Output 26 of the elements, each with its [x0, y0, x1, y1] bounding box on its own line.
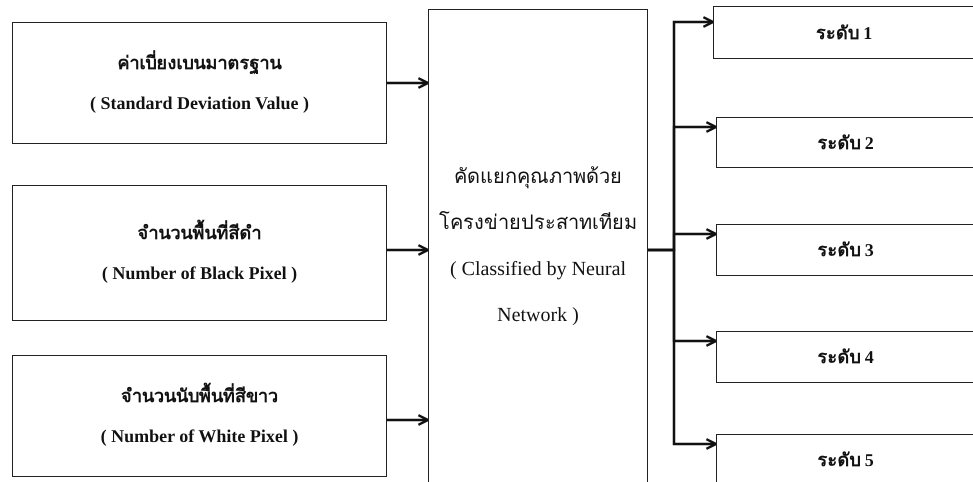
box-title: ค่าเบี่ยงเบนมาตรฐาน — [118, 43, 282, 83]
box-subtitle: ( Classified by Neural Network ) — [448, 257, 628, 328]
box-subtitle: ( Number of White Pixel ) — [100, 425, 298, 448]
box-title: ระดับ 3 — [817, 239, 874, 262]
input-box — [12, 22, 387, 144]
output-box — [716, 434, 973, 482]
output-box — [713, 6, 973, 59]
input-box — [12, 355, 387, 477]
box-title: คัดแยกคุณภาพด้วยโครงข่ายประสาทเทียม — [438, 165, 638, 236]
box-title: ระดับ 4 — [817, 346, 874, 369]
arrow — [387, 414, 430, 426]
arrow — [387, 244, 430, 256]
process-box — [428, 9, 648, 482]
arrow — [648, 248, 718, 450]
box-title: จำนวนพื้นที่สีดำ — [138, 213, 262, 253]
box-title: ระดับ 2 — [817, 132, 874, 154]
input-box — [12, 185, 387, 321]
box-title: ระดับ 5 — [817, 449, 874, 472]
output-box — [716, 331, 973, 383]
box-subtitle: ( Number of Black Pixel ) — [102, 262, 298, 285]
output-box — [716, 117, 973, 168]
arrow — [387, 77, 430, 89]
box-title: ระดับ 1 — [816, 22, 872, 44]
box-subtitle: ( Standard Deviation Value ) — [90, 92, 310, 115]
box-title: จำนวนนับพื้นที่สีขาว — [121, 376, 278, 416]
output-box — [716, 224, 973, 276]
